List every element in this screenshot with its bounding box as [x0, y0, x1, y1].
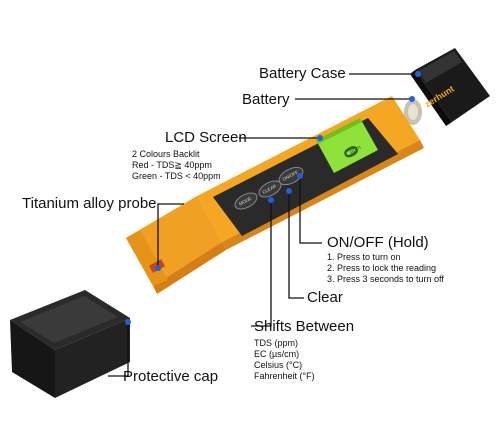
lcd-note: 2 Colours Backlit	[132, 149, 200, 159]
callout-markers	[125, 71, 421, 325]
lcd-display	[316, 118, 378, 173]
marker-battery-case	[415, 71, 421, 77]
shifts-note: Fahrenheit (°F)	[254, 371, 315, 381]
marker-clear	[286, 188, 292, 194]
lcd-note: Green - TDS < 40ppm	[132, 171, 221, 181]
shifts-note: TDS (ppm)	[254, 338, 299, 348]
marker-mode	[268, 197, 274, 203]
clear-button	[258, 180, 282, 198]
marker-cap	[125, 319, 131, 325]
shifts-note: Celsius (°C)	[254, 360, 303, 370]
label-probe: Titanium alloy probe	[22, 195, 157, 212]
label-onoff: ON/OFF (Hold)	[327, 234, 429, 251]
label-protective-cap: Protective cap	[123, 368, 219, 385]
shifts-notes: TDS (ppm) EC (µs/cm) Celsius (°C) Fahren…	[254, 338, 315, 382]
marker-lcd	[317, 135, 323, 141]
onoff-note: 1. Press to turn on	[327, 252, 401, 262]
label-battery: Battery	[242, 91, 290, 108]
marker-probe	[155, 265, 161, 271]
meter-body: 0 ppm ON/OFF CLEAR MODE	[126, 96, 424, 294]
onoff-note: 3. Press 3 seconds to turn off	[327, 274, 444, 284]
label-battery-case: Battery Case	[259, 65, 346, 82]
protective-cap	[10, 290, 130, 398]
marker-battery	[409, 96, 415, 102]
shifts-note: EC (µs/cm)	[254, 349, 300, 359]
onoff-notes: 1. Press to turn on 2. Press to lock the…	[327, 252, 444, 285]
marker-onoff	[297, 173, 303, 179]
mode-button	[234, 192, 258, 210]
lcd-unit: ppm	[349, 145, 362, 156]
label-shifts: Shifts Between	[254, 318, 355, 335]
svg-text:MODE: MODE	[238, 196, 252, 207]
leader-lines	[108, 73, 418, 377]
svg-text:CLEAR: CLEAR	[261, 183, 277, 195]
onoff-note: 2. Press to lock the reading	[327, 263, 437, 273]
battery-case: zerhunt	[410, 48, 490, 126]
lcd-notes: 2 Colours Backlit Red - TDS≧ 40ppm Green…	[132, 149, 221, 182]
lcd-note: Red - TDS≧ 40ppm	[132, 160, 212, 170]
label-lcd-screen: LCD Screen	[165, 129, 247, 146]
label-clear: Clear	[307, 289, 343, 306]
